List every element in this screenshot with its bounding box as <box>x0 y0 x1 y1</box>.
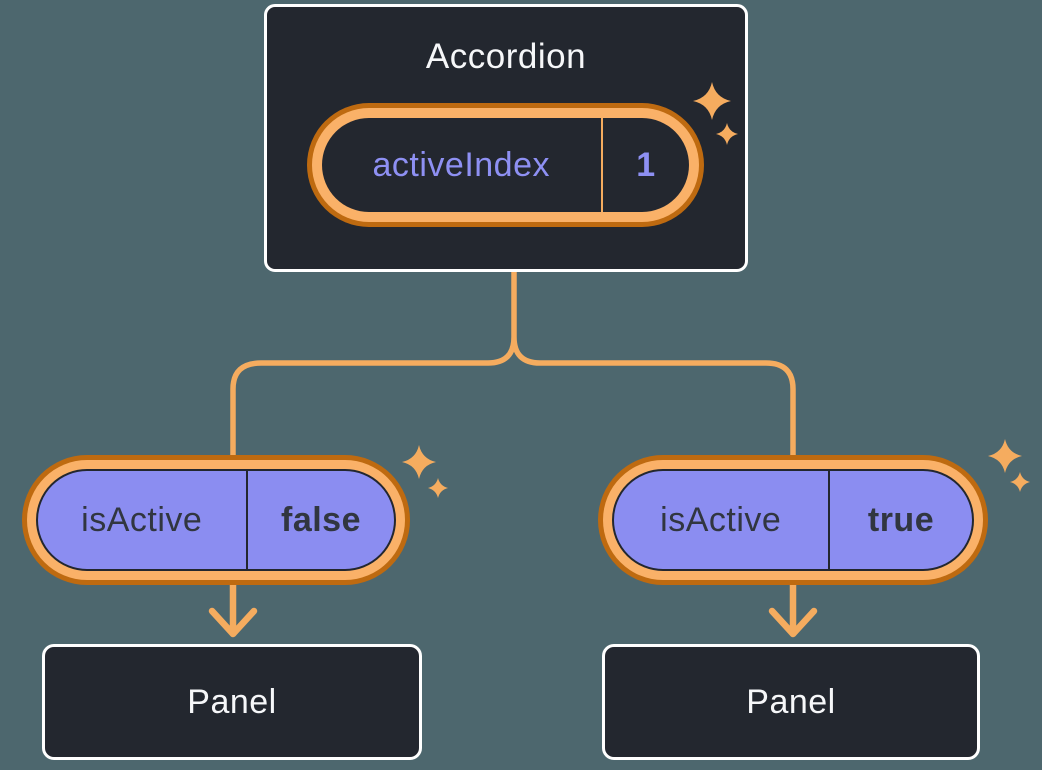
prop-pill-body: isActive true <box>612 469 974 571</box>
prop-pill-ring: isActive false <box>27 460 405 580</box>
state-pill-body: activeIndex 1 <box>322 118 689 212</box>
prop-pill-isactive-left: isActive false <box>22 455 410 585</box>
state-pill-ring: activeIndex 1 <box>312 108 699 222</box>
prop-label: isActive <box>660 500 782 539</box>
arrow-down-icon <box>768 576 818 638</box>
panel-node-right: Panel <box>602 644 980 760</box>
sparkles-icon <box>988 439 1030 492</box>
sparkles-icon <box>402 445 448 498</box>
accordion-title: Accordion <box>425 37 587 76</box>
pill-divider <box>245 471 248 569</box>
prop-value: false <box>281 500 361 539</box>
panel-node-left: Panel <box>42 644 422 760</box>
prop-pill-body: isActive false <box>36 469 396 571</box>
prop-label: isActive <box>81 500 203 539</box>
prop-pill-ring: isActive true <box>603 460 983 580</box>
connector-tree <box>230 263 796 461</box>
panel-title: Panel <box>746 682 836 721</box>
state-value: 1 <box>636 145 656 184</box>
pill-divider <box>600 118 603 212</box>
panel-title: Panel <box>187 682 277 721</box>
pill-divider <box>827 471 830 569</box>
state-pill-activeindex: activeIndex 1 <box>307 103 704 227</box>
prop-pill-isactive-right: isActive true <box>598 455 988 585</box>
state-label: activeIndex <box>372 145 550 184</box>
prop-value: true <box>867 500 935 539</box>
arrow-down-icon <box>208 576 258 638</box>
